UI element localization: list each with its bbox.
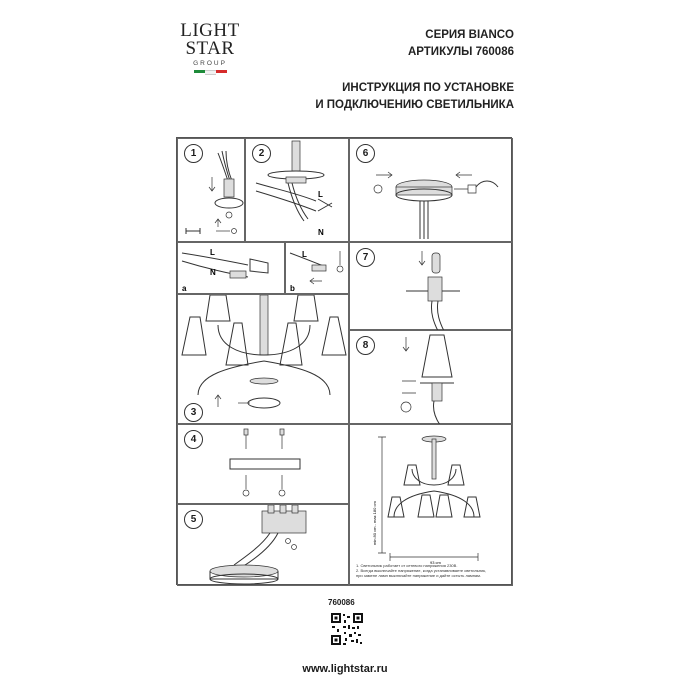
step-3-number: 3 bbox=[184, 403, 203, 422]
wiring-a-panel: L N a bbox=[177, 242, 285, 294]
dimensions-illustration: min 80 cm - max 180 cm 93 cm bbox=[372, 435, 481, 565]
step-4-panel: 4 bbox=[177, 424, 349, 504]
dimensions-panel: min 80 cm - max 180 cm 93 cm bbox=[349, 424, 513, 586]
step-1-illustration bbox=[185, 150, 244, 234]
step-6-panel: 6 bbox=[349, 138, 513, 242]
step-2-panel: 2 L N bbox=[245, 138, 349, 242]
logo-line-star: STAR bbox=[185, 38, 235, 59]
lightstar-logo: LIGHT STAR GROUP bbox=[178, 20, 242, 75]
note-1: 1. Светильник работает от сетевого напря… bbox=[356, 563, 458, 568]
wiring-a-illustration: L N a bbox=[181, 248, 269, 293]
width-dimension-label: 93 cm bbox=[430, 560, 442, 565]
height-dimension-label: min 80 cm - max 180 cm bbox=[372, 501, 377, 545]
step-6-number: 6 bbox=[356, 144, 375, 163]
note-3: при замене ламп выключайте напряжение и … bbox=[356, 573, 482, 578]
step-4-number: 4 bbox=[184, 430, 203, 449]
step-8-illustration bbox=[400, 334, 454, 426]
logo-line-group: GROUP bbox=[193, 60, 227, 67]
step-2-number: 2 bbox=[252, 144, 271, 163]
website-url[interactable]: www.lightstar.ru bbox=[302, 663, 388, 675]
step-6-illustration bbox=[373, 171, 499, 239]
step-8-number: 8 bbox=[356, 336, 375, 355]
instruction-title: ИНСТРУКЦИЯ ПО УСТАНОВКЕ И ПОДКЛЮЧЕНИЮ СВ… bbox=[315, 80, 514, 114]
series-heading: СЕРИЯ BIANCO АРТИКУЛЫ 760086 bbox=[408, 27, 514, 61]
step-5-panel: 5 bbox=[177, 504, 349, 586]
step-5-number: 5 bbox=[184, 510, 203, 529]
title-line-1: ИНСТРУКЦИЯ ПО УСТАНОВКЕ bbox=[342, 82, 514, 94]
logo-line-light: LIGHT bbox=[180, 20, 240, 41]
step-3-illustration bbox=[181, 294, 347, 409]
step-5-illustration bbox=[209, 504, 307, 585]
wiring-b-panel: L b bbox=[285, 242, 349, 294]
qr-code bbox=[330, 612, 364, 646]
title-line-2: И ПОДКЛЮЧЕНИЮ СВЕТИЛЬНИКА bbox=[315, 99, 514, 111]
wiring-b-letter: b bbox=[290, 284, 295, 293]
step-8-panel: 8 bbox=[349, 330, 513, 426]
series-name: СЕРИЯ BIANCO bbox=[425, 29, 514, 41]
wiring-a-neutral-label: N bbox=[210, 268, 216, 277]
wiring-a-live-label: L bbox=[210, 248, 215, 257]
wiring-a-letter: a bbox=[182, 284, 187, 293]
italian-flag-icon bbox=[178, 70, 242, 75]
note-2: 2. Всегда выключайте напряжение, когда у… bbox=[356, 568, 487, 573]
step-7-number: 7 bbox=[356, 248, 375, 267]
step-7-illustration bbox=[406, 251, 460, 332]
step-7-panel: 7 bbox=[349, 242, 513, 332]
step-4-illustration bbox=[229, 428, 301, 497]
step-2-live-label: L bbox=[318, 190, 323, 199]
safety-notes: 1. Светильник работает от сетевого напря… bbox=[356, 563, 506, 578]
step-3-panel: 3 bbox=[177, 294, 349, 424]
wiring-b-live-label: L bbox=[302, 250, 307, 259]
step-1-panel: 1 bbox=[177, 138, 245, 242]
step-2-neutral-label: N bbox=[318, 228, 324, 237]
step-2-illustration: L N bbox=[255, 140, 333, 237]
footer-article-number: 760086 bbox=[328, 598, 355, 607]
step-1-number: 1 bbox=[184, 144, 203, 163]
wiring-b-illustration: L b bbox=[289, 250, 344, 293]
article-codes: АРТИКУЛЫ 760086 bbox=[407, 46, 514, 58]
instruction-grid: 1 2 L N 6 bbox=[176, 137, 513, 586]
